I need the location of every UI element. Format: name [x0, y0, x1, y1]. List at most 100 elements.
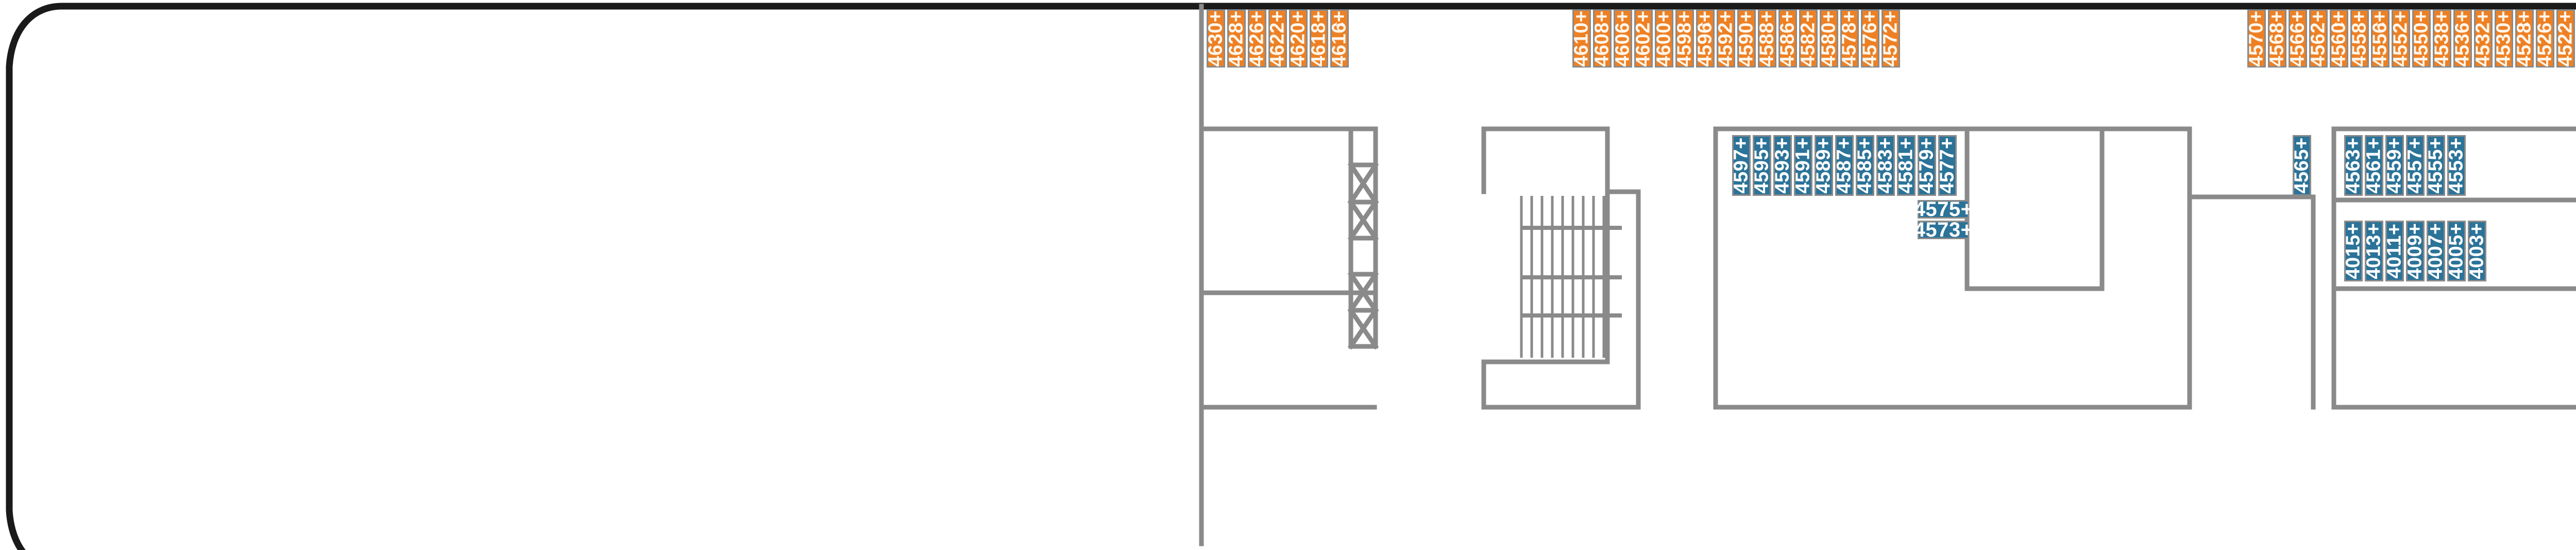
cabin-label: 4618+	[1308, 10, 1330, 67]
cabin-4616[interactable]: 4616+↔	[1329, 9, 1350, 68]
cabin-4572[interactable]: 4572+	[1880, 9, 1902, 68]
cabin-4522[interactable]: 4522+	[2555, 9, 2576, 68]
cabin-label: 4610+	[1571, 10, 1593, 67]
cabin-4600[interactable]: 4600+	[1653, 9, 1675, 68]
cabin-4580[interactable]: 4580+	[1818, 9, 1840, 68]
cabin-4579[interactable]: 4579+	[1916, 135, 1938, 196]
cabin-label: 4579+	[1916, 137, 1938, 194]
cabin-4626[interactable]: 4626+	[1246, 9, 1268, 68]
cabin-4003[interactable]: 4003+	[2466, 221, 2488, 281]
cabin-4553[interactable]: 4553+	[2446, 135, 2467, 196]
cabin-4536[interactable]: 4536+	[2452, 9, 2474, 68]
cabin-4595[interactable]: 4595+	[1751, 135, 1773, 196]
cabin-4559[interactable]: 4559+	[2384, 135, 2405, 196]
cabin-label: 4566+	[2287, 10, 2309, 67]
cabin-4588[interactable]: 4588+	[1756, 9, 1778, 68]
cabin-4561[interactable]: 4561+	[2363, 135, 2385, 196]
cabin-label: 4552+	[2390, 10, 2412, 67]
cabin-4610[interactable]: 4610+	[1571, 9, 1593, 68]
cabin-label: 4622+	[1267, 10, 1289, 67]
cabin-4590[interactable]: 4590+	[1736, 9, 1758, 68]
cabin-4530[interactable]: 4530+	[2493, 9, 2515, 68]
cabin-label: 4593+	[1772, 137, 1794, 194]
cabin-label: 4597+	[1731, 137, 1753, 194]
cabin-4596[interactable]: 4596+↔	[1694, 9, 1717, 68]
cabin-4011[interactable]: 4011+	[2384, 221, 2406, 281]
cabin-label: 4583+	[1875, 137, 1897, 194]
cabin-label: 4565+	[2291, 137, 2313, 194]
cabin-label: 4587+	[1834, 137, 1856, 194]
cabin-4577[interactable]: 4577+	[1937, 135, 1958, 196]
cabin-4566[interactable]: 4566+	[2287, 9, 2309, 68]
cabin-label: 4009+	[2404, 223, 2427, 279]
cabin-label: 4550+	[2411, 10, 2433, 67]
cabin-4597[interactable]: 4597+	[1731, 135, 1753, 196]
cabin-4587[interactable]: 4587+	[1834, 135, 1856, 196]
cabin-4550[interactable]: 4550+	[2411, 9, 2433, 68]
cabin-4560[interactable]: 4560+↔	[2328, 9, 2350, 68]
cabin-4555[interactable]: 4555+	[2425, 135, 2447, 196]
cabin-4618[interactable]: 4618+	[1308, 9, 1330, 68]
cabin-4606[interactable]: 4606+	[1612, 9, 1634, 68]
cabin-4538[interactable]: 4538+	[2431, 9, 2453, 68]
cabin-label: 4522+	[2555, 10, 2576, 67]
cabin-label: 4628+	[1226, 10, 1248, 67]
cabin-label: 4596+	[1694, 10, 1717, 67]
cabin-4578[interactable]: 4578+	[1839, 9, 1861, 68]
cabin-4007[interactable]: 4007+	[2425, 221, 2447, 281]
cabin-4591[interactable]: 4591+	[1792, 135, 1815, 196]
cabin-4598[interactable]: 4598+	[1674, 9, 1696, 68]
cabin-4576[interactable]: 4576+	[1859, 9, 1881, 68]
cabin-label: 4590+	[1736, 10, 1758, 67]
cabin-label: 4003+	[2466, 223, 2488, 279]
cabin-4602[interactable]: 4602+	[1633, 9, 1654, 68]
cabin-4583[interactable]: 4583+	[1875, 135, 1897, 196]
cabin-label: 4598+	[1674, 10, 1696, 67]
cabin-4562[interactable]: 4562+	[2308, 9, 2329, 68]
cabin-4528[interactable]: 4528+↔	[2514, 9, 2535, 68]
cabin-4563[interactable]: 4563+	[2343, 135, 2365, 196]
cabin-4565[interactable]: 4565+	[2291, 135, 2313, 196]
cabin-4005[interactable]: 4005+	[2446, 221, 2467, 281]
cabin-label: 4578+	[1839, 10, 1861, 67]
cabin-4586[interactable]: 4586+	[1777, 9, 1799, 68]
cabin-4593[interactable]: 4593+	[1772, 135, 1794, 196]
cabin-label: 4526+	[2534, 10, 2556, 67]
cabin-4581[interactable]: 4581+	[1895, 135, 1917, 196]
cabin-4526[interactable]: 4526+	[2534, 9, 2556, 68]
cabin-4558[interactable]: 4558+	[2349, 9, 2370, 68]
cabin-label: 4563+	[2343, 137, 2365, 194]
cabin-4608[interactable]: 4608+	[1591, 9, 1613, 68]
cabin-4620[interactable]: 4620+	[1287, 9, 1309, 68]
cabin-4013[interactable]: 4013+	[2363, 221, 2385, 281]
cabin-label: 4011+	[2384, 223, 2406, 279]
cabin-label: 4588+	[1756, 10, 1778, 67]
cabin-label: 4589+	[1813, 137, 1835, 194]
cabin-4582[interactable]: 4582+	[1798, 9, 1819, 68]
cabin-4556[interactable]: 4556+↔	[2369, 9, 2391, 68]
cabin-label: 4536+	[2452, 10, 2474, 67]
cabin-4628[interactable]: 4628+	[1226, 9, 1248, 68]
cabin-4009[interactable]: 4009+	[2404, 221, 2427, 281]
cabin-4557[interactable]: 4557+	[2404, 135, 2427, 196]
cabin-4015[interactable]: 4015+	[2343, 221, 2364, 281]
cabin-label: 4600+	[1653, 10, 1675, 67]
cabin-4573[interactable]: 4573+	[1914, 220, 1973, 240]
cabin-4589[interactable]: 4589+	[1813, 135, 1835, 196]
cabin-4570[interactable]: 4570+	[2246, 9, 2267, 68]
cabin-4630[interactable]: 4630+	[1205, 9, 1227, 68]
cabin-4622[interactable]: 4622+	[1267, 9, 1289, 68]
cabin-4592[interactable]: 4592+	[1715, 9, 1737, 68]
cabin-4568[interactable]: 4568+	[2266, 9, 2288, 68]
cabin-4532[interactable]: 4532+	[2472, 9, 2495, 68]
cabin-label: 4557+	[2404, 137, 2427, 194]
cabin-label: 4595+	[1751, 137, 1773, 194]
cabin-label: 4591+	[1792, 137, 1815, 194]
cabin-4552[interactable]: 4552+	[2390, 9, 2412, 68]
cabin-label: 4538+	[2431, 10, 2453, 67]
cabin-label: 4532+	[2472, 10, 2495, 67]
cabin-label: 4555+	[2425, 137, 2447, 194]
cabin-4585[interactable]: 4585+	[1854, 135, 1876, 196]
cabin-4575[interactable]: 4575+	[1914, 199, 1973, 220]
